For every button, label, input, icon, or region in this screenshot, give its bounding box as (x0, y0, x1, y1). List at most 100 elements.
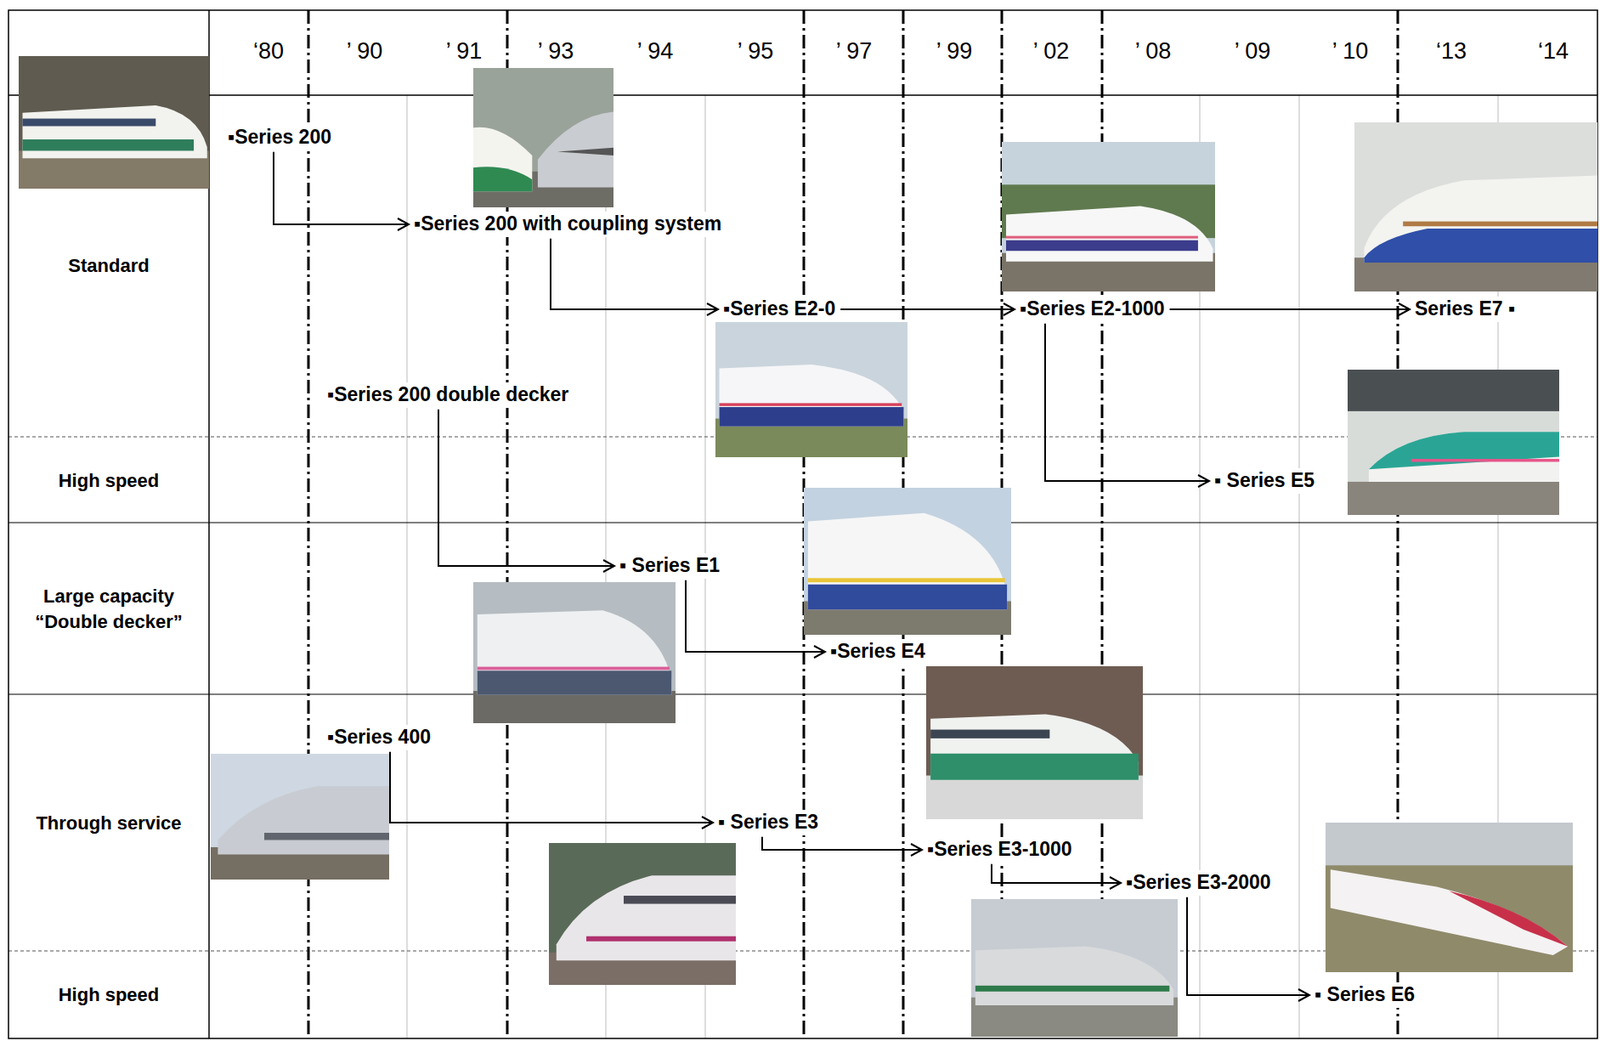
train-photo (557, 147, 614, 156)
train-photo (1347, 369, 1560, 412)
timeline-arrow (840, 303, 1015, 316)
arrow-head (397, 218, 409, 231)
row-label: High speed (12, 468, 205, 494)
series-name: ▪Series 200 double decker (327, 383, 569, 406)
year-header: ‘14 (1535, 37, 1572, 65)
train-photo (1347, 369, 1560, 515)
train-photo (473, 67, 614, 208)
train-photo (264, 832, 390, 840)
train-photo (1449, 890, 1569, 946)
train-photo (473, 67, 614, 208)
train-photo (1354, 122, 1598, 292)
series-label: ▪Series E2-1000 (1016, 296, 1169, 323)
arrow-line (1045, 323, 1210, 481)
arrow-head (706, 303, 719, 316)
train-photo (18, 56, 210, 189)
table-grid (307, 10, 311, 1039)
arrow-head (1003, 303, 1015, 316)
series-label: ▪ Series E5 (1210, 468, 1318, 494)
series-name: ▪Series E3-2000 (1125, 870, 1272, 894)
train-photo (473, 582, 676, 724)
arrow-line (991, 864, 1121, 883)
row-label: Standard (12, 253, 205, 279)
train-photo (556, 875, 736, 961)
series-label: ▪ Series E1 (616, 553, 724, 579)
train-photo (18, 56, 210, 189)
series-name: ▪Series 400 (327, 725, 431, 748)
train-photo (477, 670, 672, 695)
arrow-head (814, 645, 826, 658)
train-photo (473, 690, 676, 724)
row-label: Large capacity “Double decker” (12, 583, 205, 634)
series-name: ▪Series 200 (227, 125, 332, 148)
year-header: ’ 95 (734, 37, 777, 65)
arrow-head (1398, 303, 1410, 316)
train-photo (808, 513, 1007, 611)
train-photo (1347, 369, 1560, 515)
row-label: Through service (12, 810, 205, 837)
arrow-head (701, 816, 713, 829)
train-photo (1001, 141, 1216, 292)
arrow-line (840, 308, 1015, 311)
year-header: ’ 10 (1329, 37, 1372, 65)
series-label: ▪Series 200 with coupling system (410, 211, 725, 238)
arrow-line (390, 751, 713, 823)
series-name: ▪ Series E1 (619, 554, 720, 577)
series-name: ▪Series E4 (830, 639, 926, 662)
train-photo (715, 322, 908, 458)
train-photo (719, 402, 903, 406)
timeline-arrow (1170, 303, 1410, 316)
train-photo (1006, 240, 1199, 252)
year-header: ’ 99 (933, 37, 976, 65)
train-photo (22, 118, 156, 127)
train-photo (22, 105, 207, 159)
train-photo (715, 322, 908, 458)
year-header: ’ 02 (1030, 37, 1073, 65)
year-header: ’ 08 (1132, 37, 1175, 65)
row-label: High speed (12, 982, 205, 1008)
series-name: Series E7 ▪ (1414, 297, 1516, 320)
train-photo (473, 127, 532, 192)
series-name: ▪ Series E6 (1314, 983, 1415, 1006)
series-label: ▪ Series E3 (714, 809, 822, 836)
arrow-head (910, 843, 922, 856)
series-label: ▪Series E2-0 (719, 296, 839, 323)
train-photo (1330, 869, 1568, 956)
train-photo (1363, 175, 1598, 263)
series-name: ▪Series E2-1000 (1019, 297, 1165, 320)
train-photo (1001, 141, 1216, 292)
train-photo (971, 898, 1178, 1037)
train-photo (930, 714, 1139, 781)
timeline-arrow (991, 864, 1121, 889)
series-name: ▪ Series E3 (718, 810, 819, 833)
train-photo (22, 139, 194, 151)
train-photo (719, 364, 905, 427)
table-grid (308, 10, 1398, 1039)
train-photo (803, 487, 1012, 635)
year-header: ’ 94 (634, 37, 677, 65)
train-photo (926, 666, 1143, 820)
series-label: ▪Series E4 (826, 638, 929, 665)
series-name: ▪Series 200 with coupling system (413, 212, 722, 235)
series-name: ▪Series E3-1000 (927, 837, 1073, 860)
series-label: ▪Series E3-2000 (1122, 870, 1275, 896)
year-header: ’ 97 (833, 37, 876, 65)
train-photo (1402, 221, 1598, 227)
timeline-arrow (685, 580, 826, 658)
train-photo (473, 582, 676, 724)
train-photo (926, 666, 1143, 820)
train-photo (548, 842, 736, 985)
timeline-arrow (273, 152, 409, 231)
train-photo (1006, 236, 1199, 239)
train-photo (1354, 122, 1598, 292)
train-photo (217, 785, 390, 854)
train-photo (808, 584, 1007, 611)
train-photo (477, 667, 670, 671)
year-header: ’ 91 (443, 37, 486, 65)
timeline-arrow (550, 238, 719, 316)
train-photo (1354, 257, 1598, 292)
timeline-arrow (390, 751, 713, 829)
train-photo (926, 775, 1143, 820)
series-label: ▪Series 400 (323, 724, 435, 751)
